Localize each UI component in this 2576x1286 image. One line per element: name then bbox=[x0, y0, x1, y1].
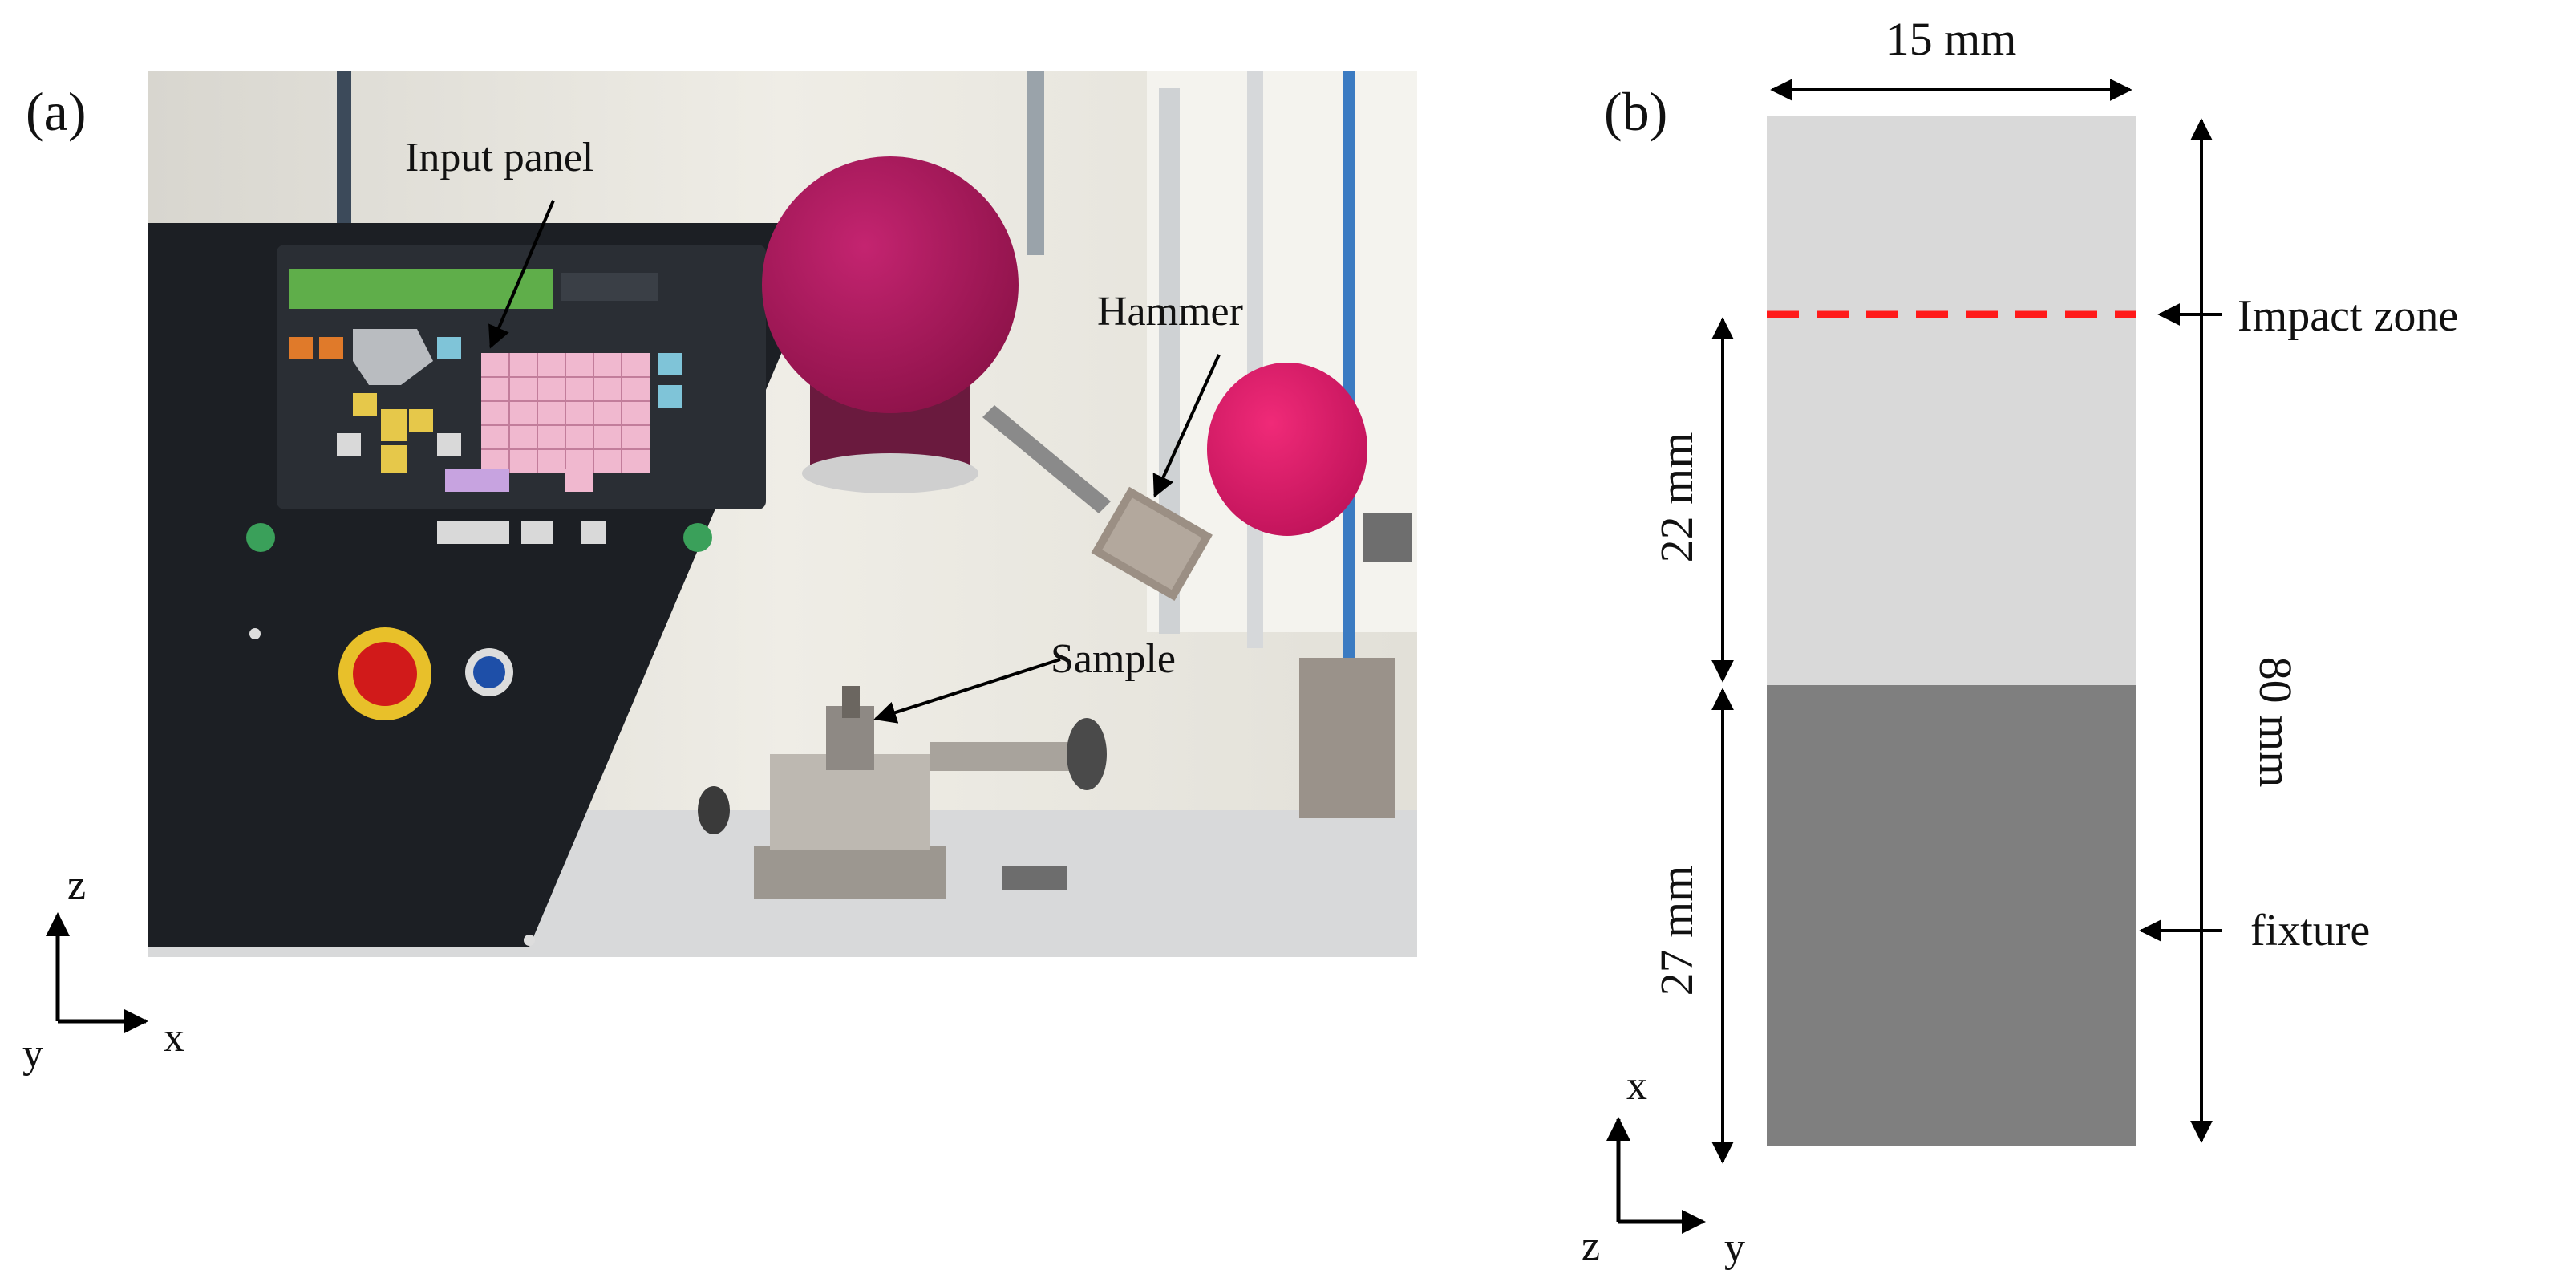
axis-label-x-a: x bbox=[164, 1015, 184, 1061]
panel-b-label: (b) bbox=[1604, 81, 1667, 142]
arrow-sample bbox=[873, 658, 1061, 724]
pendulum-arm bbox=[982, 405, 1111, 513]
callout-impact-zone: Impact zone bbox=[2238, 291, 2458, 341]
pendulum-disc bbox=[762, 156, 1019, 413]
callout-sample: Sample bbox=[1051, 636, 1176, 682]
axis-label-y-b: y bbox=[1724, 1225, 1745, 1271]
dim-upper-label: 22 mm bbox=[1651, 432, 1703, 563]
sample-fixture bbox=[698, 686, 1107, 899]
callout-fixture: fixture bbox=[2250, 906, 2370, 955]
display bbox=[289, 269, 553, 309]
impact-tester-photo bbox=[148, 71, 1417, 957]
indicator-light-right bbox=[683, 523, 712, 552]
specimen-fixture-section bbox=[1767, 685, 2136, 1146]
callout-input-panel: Input panel bbox=[405, 135, 593, 181]
axis-label-z-a: z bbox=[67, 862, 86, 908]
dim-lower-label: 27 mm bbox=[1651, 866, 1703, 996]
hammer bbox=[1091, 486, 1213, 601]
callout-hammer: Hammer bbox=[1097, 289, 1243, 335]
hammer-disc bbox=[1207, 363, 1367, 536]
dim-width-label: 15 mm bbox=[1886, 13, 2017, 65]
keypad bbox=[289, 329, 682, 544]
axes-triad-a: z y x bbox=[22, 862, 184, 1077]
axis-label-y-a: y bbox=[22, 1031, 43, 1077]
axis-label-z-b: z bbox=[1582, 1223, 1600, 1269]
panel-a-label: (a) bbox=[26, 81, 86, 142]
indicator-light-left bbox=[246, 523, 275, 552]
specimen bbox=[1767, 116, 2136, 1146]
specimen-free-section bbox=[1767, 116, 2136, 685]
axes-triad-b: x z y bbox=[1582, 1063, 1745, 1271]
dim-height-label: 80 mm bbox=[2250, 657, 2302, 788]
axis-label-x-b: x bbox=[1626, 1063, 1647, 1109]
arrow-hammer bbox=[1152, 354, 1221, 498]
arrow-input-panel bbox=[488, 200, 555, 349]
